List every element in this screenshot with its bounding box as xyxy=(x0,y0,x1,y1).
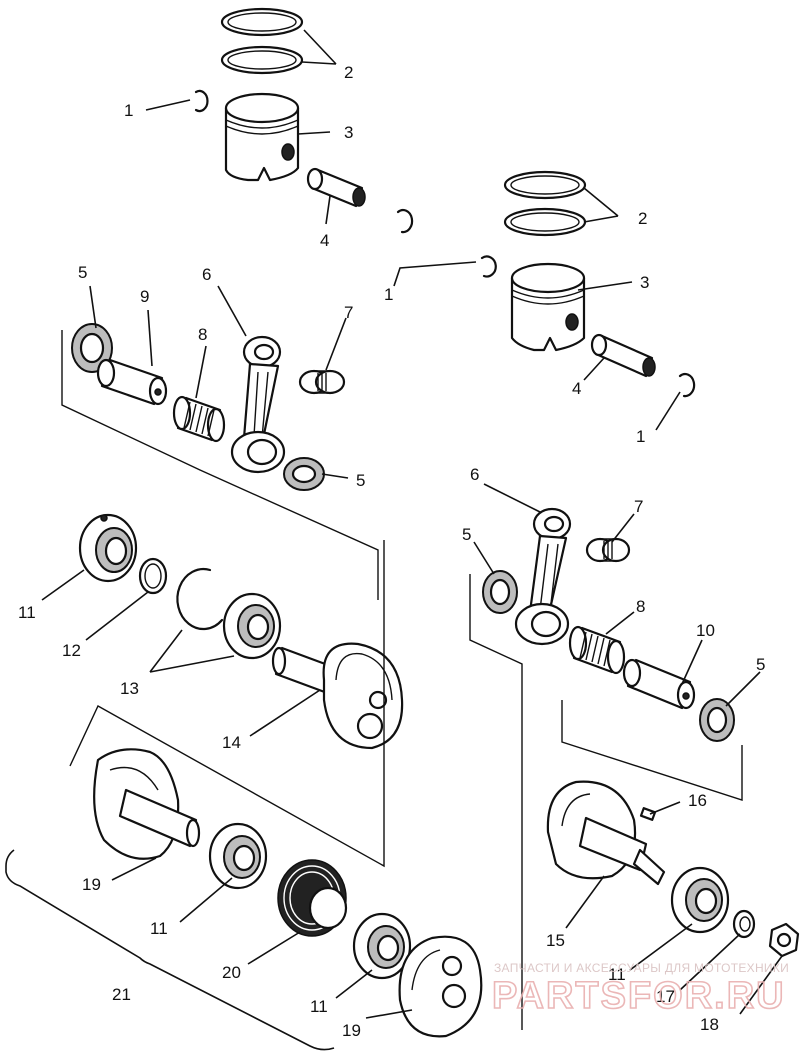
callout-label: 3 xyxy=(640,273,649,292)
right-crankpin xyxy=(622,658,696,710)
right-thrust-washer-upper xyxy=(482,570,518,614)
callout-label: 11 xyxy=(310,997,328,1016)
callout-label: 10 xyxy=(696,621,715,640)
callout-label: 5 xyxy=(756,655,765,674)
right-piston-rings xyxy=(503,170,587,237)
callout-label: 4 xyxy=(320,231,329,250)
callout-label: 11 xyxy=(608,965,626,984)
right-circlip-upper xyxy=(480,255,497,278)
left-connecting-rod xyxy=(230,335,286,474)
callout-label: 21 xyxy=(112,985,131,1004)
watermark-caption: ЗАПЧАСТИ И АКСЕССУАРЫ ДЛЯ МОТОТЕХНИКИ xyxy=(494,961,789,975)
left-retaining-ring xyxy=(176,567,224,631)
right-crank-nut xyxy=(768,922,800,958)
right-woodruff-key xyxy=(639,807,657,821)
left-wrist-pin xyxy=(306,167,366,208)
left-crank-half xyxy=(271,642,404,750)
left-thrust-washer-upper xyxy=(71,323,113,373)
left-main-bearing-upper xyxy=(78,513,138,583)
left-main-bearing-crank xyxy=(222,592,282,660)
right-piston-assembly xyxy=(480,170,696,398)
callout-label: 7 xyxy=(344,303,353,322)
left-thrust-washer-lower xyxy=(283,457,325,491)
left-labyrinth-seal xyxy=(277,859,348,937)
callout-label: 5 xyxy=(462,525,471,544)
watermark: ЗАПЧАСТИ И АКСЕССУАРЫ ДЛЯ МОТОТЕХНИКИ PA… xyxy=(491,961,789,1018)
right-crank-half xyxy=(546,780,666,886)
callout-label: 6 xyxy=(202,265,211,284)
callout-label: 11 xyxy=(150,919,168,938)
callout-label: 14 xyxy=(222,733,241,752)
left-crank-flywheel xyxy=(93,748,201,860)
callout-label: 18 xyxy=(700,1015,719,1034)
callout-label: 1 xyxy=(124,101,133,120)
callout-label: 5 xyxy=(78,263,87,282)
left-crankpin xyxy=(96,358,168,406)
callout-label: 2 xyxy=(638,209,647,228)
right-circlip-lower xyxy=(678,373,696,398)
left-big-end-bearing xyxy=(172,395,226,443)
callout-label: 9 xyxy=(140,287,149,306)
left-main-bearing-lower xyxy=(352,912,412,980)
left-crankshaft-group xyxy=(69,513,483,1038)
left-piston-assembly xyxy=(194,7,414,234)
callout-label: 4 xyxy=(572,379,581,398)
right-thrust-washer-lower xyxy=(699,698,735,742)
callout-labels: 1 2 3 4 5 9 6 7 8 5 1 2 3 4 1 6 7 5 8 10… xyxy=(18,63,765,1040)
callout-label: 7 xyxy=(634,497,643,516)
callout-label: 19 xyxy=(342,1021,361,1040)
right-connecting-rod xyxy=(514,507,572,646)
right-main-bearing xyxy=(670,866,730,934)
left-piston-rings xyxy=(220,7,304,75)
callout-label: 6 xyxy=(470,465,479,484)
right-wrist-pin xyxy=(590,333,656,378)
left-circlip-lower xyxy=(396,209,414,234)
leader-lines xyxy=(5,29,783,1051)
left-circlip-upper xyxy=(194,89,209,113)
callout-label: 8 xyxy=(636,597,645,616)
callout-label: 17 xyxy=(656,987,675,1006)
right-big-end-bearing xyxy=(568,625,626,675)
right-crankshaft-group xyxy=(546,780,800,958)
callout-label: 1 xyxy=(384,285,393,304)
watermark-logo: PARTSFOR.RU xyxy=(492,975,786,1017)
callout-label: 13 xyxy=(120,679,139,698)
callout-label: 1 xyxy=(636,427,645,446)
callout-label: 5 xyxy=(356,471,365,490)
right-piston xyxy=(510,262,586,352)
right-small-end-bearing xyxy=(585,537,631,563)
left-main-bearing-middle xyxy=(208,822,268,890)
callout-label: 2 xyxy=(344,63,353,82)
callout-label: 8 xyxy=(198,325,207,344)
callout-label: 19 xyxy=(82,875,101,894)
left-small-end-bearing xyxy=(298,369,346,395)
callout-label: 15 xyxy=(546,931,565,950)
callout-label: 16 xyxy=(688,791,707,810)
left-snap-ring xyxy=(138,557,168,595)
right-rod-assembly xyxy=(469,507,743,1030)
callout-label: 20 xyxy=(222,963,241,982)
left-crank-half-lower xyxy=(398,935,483,1038)
callout-label: 3 xyxy=(344,123,353,142)
right-lock-washer xyxy=(732,909,756,939)
callout-label: 12 xyxy=(62,641,81,660)
left-piston xyxy=(224,92,300,182)
left-rod-assembly xyxy=(61,323,379,600)
callout-label: 11 xyxy=(18,603,36,622)
